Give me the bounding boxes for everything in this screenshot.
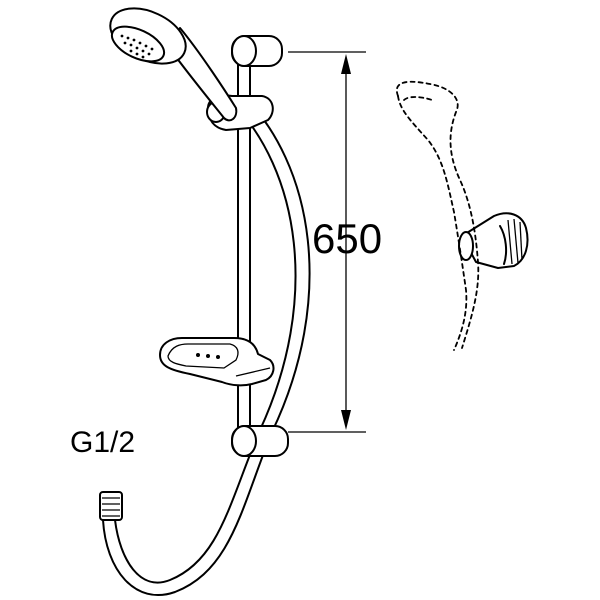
wall-holder [458,212,529,269]
shower-hose [102,91,311,596]
hand-shower [109,7,238,122]
bottom-wall-bracket [231,425,289,457]
hose-connector [99,491,123,521]
soap-dish [159,337,275,387]
spray-nozzles [120,34,154,59]
top-wall-bracket [231,35,283,67]
dimension-label: 650 [312,215,383,262]
thread-size-label: G1/2 [70,426,136,459]
dimension-line [288,51,366,433]
dashed-hand-shower-outline [395,80,480,351]
